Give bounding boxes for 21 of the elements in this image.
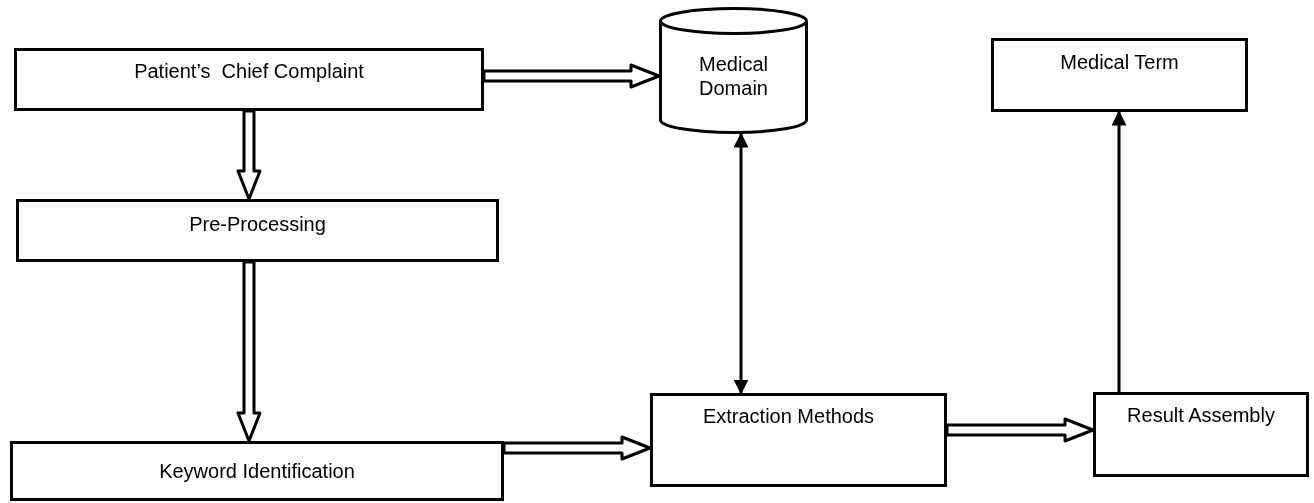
node-label: Patient’s Chief Complaint: [134, 59, 364, 83]
database-cylinder: [659, 7, 808, 134]
arrow: [1111, 110, 1127, 392]
node-label: Pre-Processing: [189, 212, 326, 236]
node-label: Medical Domain: [698, 51, 769, 100]
arrow: [236, 260, 262, 443]
node-label: Extraction Methods: [702, 404, 875, 428]
process-box: [650, 393, 947, 487]
process-box: [10, 441, 504, 501]
process-box: [16, 199, 499, 262]
node-label: Result Assembly: [1127, 403, 1275, 427]
node-label: Keyword Identification: [159, 459, 355, 483]
node-label: Medical Term: [1060, 50, 1179, 74]
arrow: [236, 109, 262, 201]
process-box: [991, 38, 1248, 112]
arrow: [733, 132, 749, 395]
arrow: [945, 417, 1095, 443]
arrow: [502, 435, 652, 461]
process-box: [1093, 392, 1309, 477]
arrow: [482, 63, 661, 89]
process-box: [14, 48, 484, 111]
